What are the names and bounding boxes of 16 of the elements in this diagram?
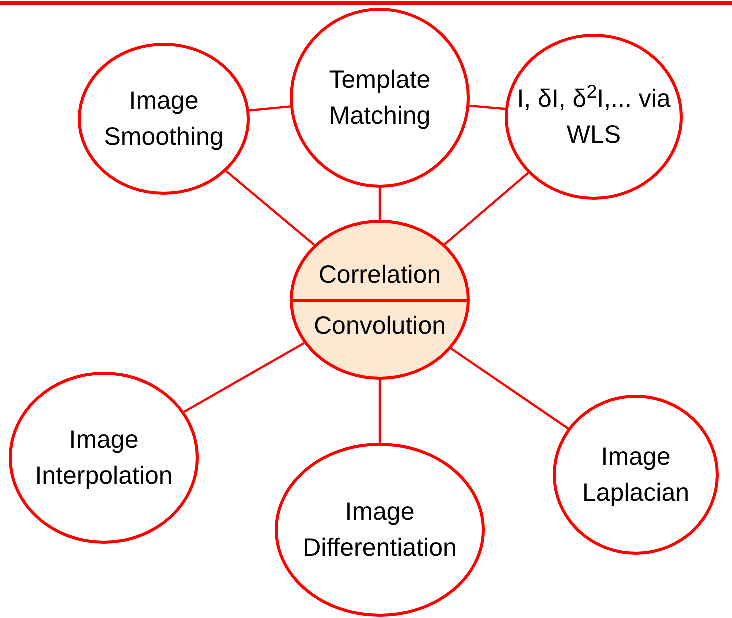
connector-line — [378, 188, 382, 220]
connector-line — [450, 348, 569, 430]
connector-line — [249, 106, 291, 112]
connector-line — [226, 170, 316, 246]
connector-line — [378, 380, 382, 443]
connector-line — [444, 172, 530, 246]
node-label: Image Laplacian — [581, 442, 691, 509]
connector-line — [470, 104, 506, 110]
node-label: Image Interpolation — [34, 425, 174, 492]
node-label: I, δI, δ$^{2}$I,... via WLS — [516, 81, 672, 151]
node-label: Template Matching — [328, 65, 432, 132]
node-label: Convolution — [312, 310, 448, 342]
connector-line — [184, 342, 305, 413]
node-label: Image Smoothing — [103, 86, 225, 153]
node-label: Correlation — [318, 260, 442, 290]
node-label: Image Differentiation — [302, 497, 458, 564]
